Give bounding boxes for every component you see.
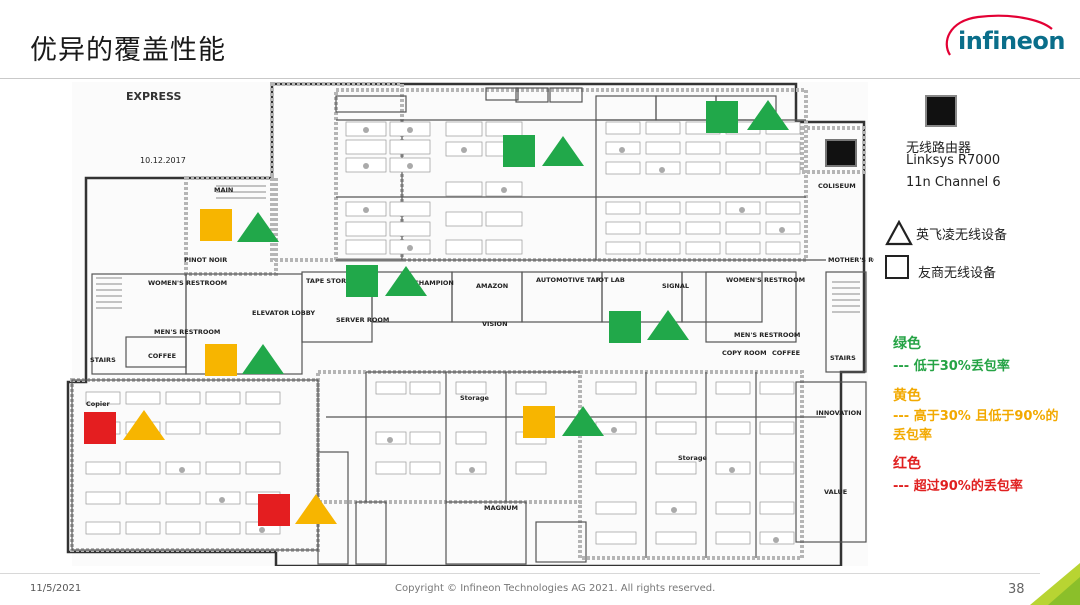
infineon-device-green bbox=[242, 344, 284, 374]
infineon-logo: infineon bbox=[940, 13, 1065, 65]
room-womens-restroom-left: WOMEN'S RESTROOM bbox=[148, 279, 227, 287]
competitor-device-green bbox=[706, 101, 738, 133]
yellow-key-desc: --- 高于30% 且低于90%的丢包率 bbox=[893, 409, 1059, 443]
room-mothers: MOTHER'S ROOM bbox=[828, 256, 874, 264]
competitor-device-yellow bbox=[523, 406, 555, 438]
room-copy: COPY ROOM bbox=[722, 349, 767, 357]
footer-date: 11/5/2021 bbox=[30, 583, 82, 594]
room-tape-storage: TAPE STORAGE bbox=[306, 277, 361, 285]
competitor-device-red bbox=[258, 494, 290, 526]
room-elevator-lobby: ELEVATOR LOBBY bbox=[252, 309, 315, 317]
infineon-device-green bbox=[385, 266, 427, 296]
router-channel: 11n Channel 6 bbox=[906, 175, 1001, 190]
room-mens-restroom-left: MEN'S RESTROOM bbox=[154, 328, 220, 336]
corner-accent-icon bbox=[1030, 563, 1080, 605]
triangle-legend-icon bbox=[885, 220, 913, 246]
competitor-device-green bbox=[609, 311, 641, 343]
room-amazon: AMAZON bbox=[476, 282, 508, 290]
yellow-key-title: 黄色 bbox=[893, 388, 921, 404]
room-innovation: INNOVATION bbox=[816, 409, 862, 417]
infineon-device-legend: 英飞凌无线设备 bbox=[916, 228, 1008, 243]
logo-swoosh-icon bbox=[945, 14, 1053, 56]
competitor-device-yellow bbox=[200, 209, 232, 241]
label-main: MAIN bbox=[214, 186, 233, 194]
logo-wordmark: infineon bbox=[958, 27, 1065, 55]
office-floor-plan: EXPRESS 10.12.2017 PINOT NOIR WOMEN'S RE… bbox=[66, 82, 874, 566]
room-value: VALUE bbox=[824, 488, 847, 496]
red-key-title: 红色 bbox=[893, 456, 921, 472]
plan-partial-title: EXPRESS bbox=[126, 90, 181, 103]
green-key-desc: --- 低于30%丢包率 bbox=[893, 359, 1010, 374]
router-model: Linksys R7000 bbox=[906, 153, 1001, 168]
room-signal: SIGNAL bbox=[662, 282, 689, 290]
infineon-device-green bbox=[542, 136, 584, 166]
room-womens-restroom-right: WOMEN'S RESTROOM bbox=[726, 276, 805, 284]
competitor-device-green bbox=[503, 135, 535, 167]
competitor-device-yellow bbox=[205, 344, 237, 376]
label-storage-right: Storage bbox=[678, 454, 707, 462]
room-server: SERVER ROOM bbox=[336, 316, 389, 324]
room-automotive: AUTOMOTIVE TAP bbox=[536, 276, 601, 284]
room-iot-lab: IOT LAB bbox=[596, 276, 625, 284]
infineon-device-green bbox=[747, 100, 789, 130]
router-legend-icon bbox=[925, 95, 957, 127]
room-pinot-noir: PINOT NOIR bbox=[184, 256, 227, 264]
room-coffee-left: COFFEE bbox=[148, 352, 176, 360]
infineon-device-green bbox=[237, 212, 279, 242]
page-number: 38 bbox=[1008, 582, 1025, 597]
footer-copyright: Copyright © Infineon Technologies AG 202… bbox=[395, 583, 716, 594]
infineon-device-green bbox=[647, 310, 689, 340]
infineon-device-yellow bbox=[123, 410, 165, 440]
competitor-device-legend: 友商无线设备 bbox=[918, 266, 997, 281]
room-magnum: MAGNUM bbox=[484, 504, 518, 512]
room-colliseum: COLISEUM bbox=[818, 182, 856, 190]
competitor-device-red bbox=[84, 412, 116, 444]
footer-divider bbox=[0, 573, 1040, 574]
device-markers bbox=[84, 100, 789, 526]
competitor-device-green bbox=[346, 265, 378, 297]
infineon-device-green bbox=[562, 406, 604, 436]
room-stairs-left: STAIRS bbox=[90, 356, 116, 364]
square-legend-icon bbox=[885, 255, 909, 279]
red-key-desc: --- 超过90%的丢包率 bbox=[893, 479, 1023, 494]
room-mens-restroom-right: MEN'S RESTROOM bbox=[734, 331, 800, 339]
title-divider bbox=[0, 78, 1080, 79]
page-title: 优异的覆盖性能 bbox=[30, 35, 226, 66]
router-location bbox=[825, 139, 857, 167]
label-copier: Copier bbox=[86, 400, 111, 408]
router-label: 无线路由器 bbox=[906, 141, 972, 156]
label-storage-center: Storage bbox=[460, 394, 489, 402]
room-stairs-right: STAIRS bbox=[830, 354, 856, 362]
plan-date: 10.12.2017 bbox=[140, 156, 186, 165]
room-champion: CHAMPION bbox=[414, 279, 454, 287]
room-coffee-right: COFFEE bbox=[772, 349, 800, 357]
infineon-device-yellow bbox=[295, 494, 337, 524]
green-key-title: 绿色 bbox=[893, 336, 921, 352]
room-vision: VISION bbox=[482, 320, 508, 328]
